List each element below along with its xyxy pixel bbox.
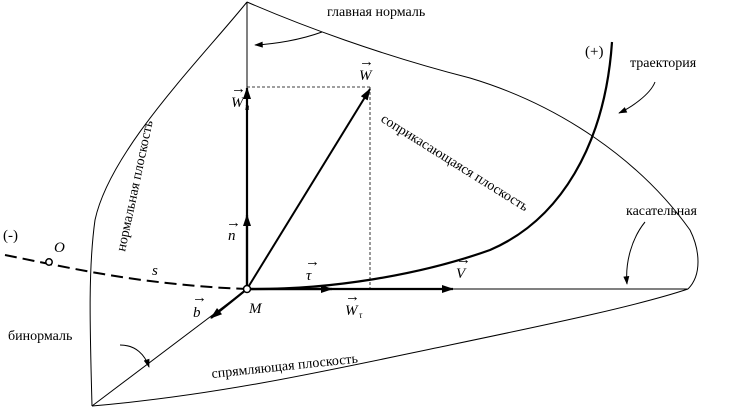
svg-text:n: n bbox=[228, 228, 236, 244]
plus-sign: (+) bbox=[585, 44, 603, 60]
symbol-V: → V bbox=[456, 252, 471, 282]
svg-text:W: W bbox=[359, 68, 373, 84]
label-M: M bbox=[248, 301, 263, 317]
arrow-mark-icon: → bbox=[456, 252, 471, 268]
arrow-mark-icon: → bbox=[231, 81, 246, 97]
trajectory-solid bbox=[246, 41, 614, 291]
symbol-Wn: → W n bbox=[231, 81, 250, 112]
arrow-mark-icon: → bbox=[305, 254, 320, 270]
osculating-plane-outline bbox=[246, 1, 699, 290]
binormal-leader bbox=[119, 344, 150, 368]
trajectory-label: траектория bbox=[630, 56, 697, 71]
svg-text:τ: τ bbox=[359, 310, 363, 320]
tangent-label: касательная bbox=[626, 204, 697, 219]
point-O bbox=[45, 258, 53, 266]
tangent-leader bbox=[623, 221, 646, 285]
normal-plane-outline bbox=[89, 1, 248, 407]
arrow-mark-icon: → bbox=[192, 290, 207, 306]
rectifying-plane-label: спрямляющая плоскость bbox=[211, 352, 359, 382]
svg-text:V: V bbox=[456, 266, 467, 282]
minus-sign: (-) bbox=[3, 228, 18, 244]
trajectory-dashed bbox=[4, 254, 248, 290]
osculating-plane-label: соприкасающаяся плоскость bbox=[378, 112, 531, 215]
svg-text:W: W bbox=[345, 303, 359, 319]
vector-b-arrow bbox=[210, 288, 248, 319]
symbol-W: → W bbox=[359, 54, 374, 84]
rectifying-plane-outline bbox=[91, 288, 689, 407]
symbol-b: → b bbox=[192, 290, 207, 321]
point-M bbox=[242, 284, 252, 294]
svg-text:n: n bbox=[245, 102, 250, 112]
label-O: O bbox=[54, 240, 65, 256]
svg-text:τ: τ bbox=[306, 268, 312, 284]
symbol-tau: → τ bbox=[305, 254, 320, 284]
arrow-mark-icon: → bbox=[345, 289, 360, 305]
symbol-n: → n bbox=[226, 215, 241, 244]
normal-plane-label: нормальная плоскость bbox=[114, 119, 156, 253]
svg-text:W: W bbox=[231, 95, 245, 111]
arrow-mark-icon: → bbox=[226, 215, 241, 231]
arrow-mark-icon: → bbox=[359, 54, 374, 70]
trajectory-leader bbox=[618, 81, 656, 114]
svg-text:b: b bbox=[193, 305, 201, 321]
principal-normal-label: главная нормаль bbox=[327, 5, 425, 20]
symbol-Wt: → W τ bbox=[345, 289, 363, 320]
binormal-label: бинормаль bbox=[8, 329, 72, 344]
vector-W-arrow bbox=[246, 88, 371, 290]
principal-normal-leader bbox=[254, 31, 323, 48]
label-s: s bbox=[152, 263, 158, 279]
